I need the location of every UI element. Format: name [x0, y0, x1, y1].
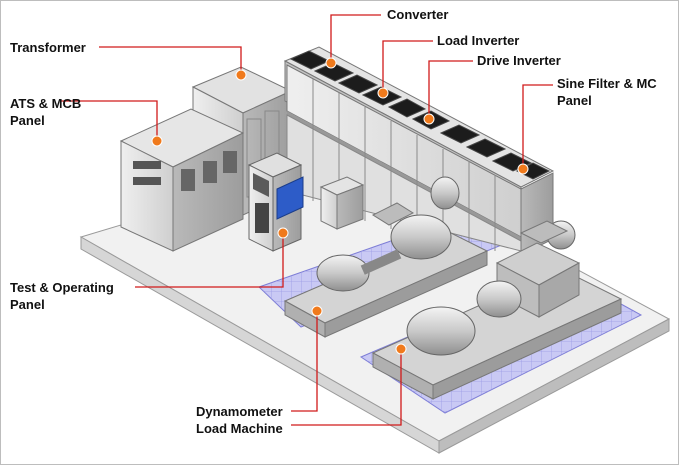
test-bench-rear [283, 176, 489, 338]
load-inverter-marker [377, 87, 389, 99]
drive-inverter-label: Drive Inverter [477, 53, 561, 68]
converter-leader [330, 14, 381, 63]
leader-markers [151, 57, 529, 355]
test-operating-label: Test & Operating Panel [10, 279, 114, 313]
converter-marker [325, 57, 337, 69]
test-panel-leader [135, 233, 284, 288]
sine-filter-label: Sine Filter & MC Panel [557, 75, 657, 109]
inverter-cabinet-row [283, 46, 555, 256]
dyno-marker-1 [311, 305, 323, 317]
dynamometer-label: Dynamometer Load Machine [196, 403, 283, 437]
load-inverter-label: Load Inverter [437, 33, 520, 48]
load-inverter-leader [382, 40, 433, 93]
test-bench-front [371, 220, 623, 400]
dynamometer-label-line2: Load Machine [196, 421, 283, 436]
drive-inverter-marker [423, 113, 435, 125]
test-panel-marker [277, 227, 289, 239]
dynamometer-label-line1: Dynamometer [196, 404, 283, 419]
small-cabinet [319, 176, 365, 230]
converter-label: Converter [387, 7, 449, 22]
ats-mcb-label-line2: Panel [10, 113, 45, 128]
transformer-label: Transformer [10, 40, 86, 55]
ats-leader [61, 100, 158, 141]
ats-mcb-label-line1: ATS & MCB [10, 96, 82, 111]
leader-lines [61, 14, 553, 426]
ats-mcb-label: ATS & MCB Panel [10, 95, 81, 129]
drive-inverter-leader [428, 60, 473, 119]
transformer-leader [99, 46, 242, 75]
dyno-leader-2 [291, 349, 402, 426]
sine-filter-marker [517, 163, 529, 175]
sine-filter-label-line1: Sine Filter & MC [557, 76, 657, 91]
test-operating-label-line2: Panel [10, 297, 45, 312]
transformer-marker [235, 69, 247, 81]
dyno-leader-1 [291, 311, 318, 412]
sine-filter-leader [522, 84, 553, 169]
ats-mcb-cabinet [119, 108, 245, 252]
sine-filter-label-line2: Panel [557, 93, 592, 108]
test-operating-console [247, 152, 304, 252]
dyno-marker-2 [395, 343, 407, 355]
test-operating-label-line1: Test & Operating [10, 280, 114, 295]
ats-marker [151, 135, 163, 147]
